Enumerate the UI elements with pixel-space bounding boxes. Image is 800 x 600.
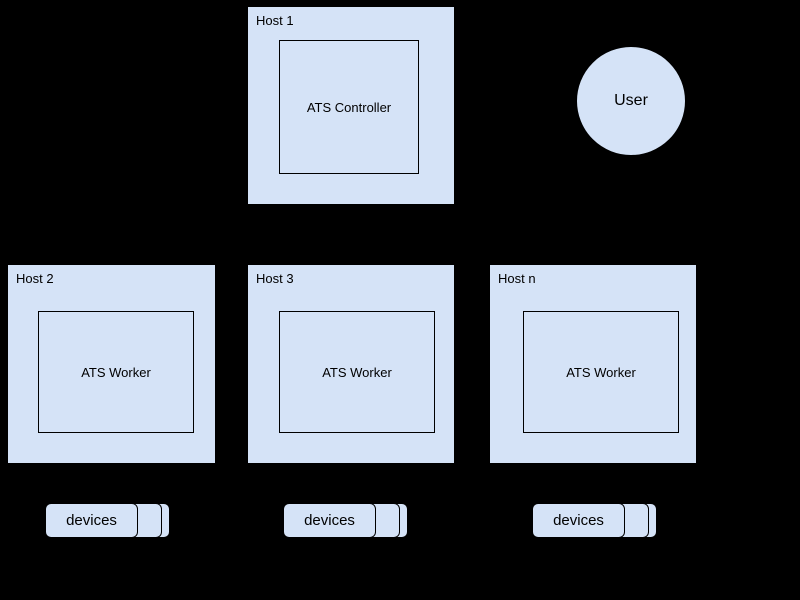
component-box-ats-worker-hostn[interactable]: ATS Worker xyxy=(523,311,679,433)
user-node[interactable]: User xyxy=(576,46,686,156)
device-card-front[interactable]: devices xyxy=(283,503,376,538)
devices-stack-host2[interactable]: devices xyxy=(45,503,170,545)
component-box-ats-worker-host2[interactable]: ATS Worker xyxy=(38,311,194,433)
host-box-hostn[interactable]: Host n ATS Worker xyxy=(489,264,697,464)
device-card-front[interactable]: devices xyxy=(532,503,625,538)
devices-label-host3: devices xyxy=(304,512,355,529)
host-label-host1: Host 1 xyxy=(256,13,294,28)
devices-stack-host3[interactable]: devices xyxy=(283,503,408,545)
devices-stack-hostn[interactable]: devices xyxy=(532,503,657,545)
host-box-host2[interactable]: Host 2 ATS Worker xyxy=(7,264,216,464)
component-label-ats-worker-host3: ATS Worker xyxy=(322,364,392,380)
component-label-ats-controller: ATS Controller xyxy=(306,99,392,115)
device-card-front[interactable]: devices xyxy=(45,503,138,538)
host-label-host3: Host 3 xyxy=(256,271,294,286)
component-box-ats-worker-host3[interactable]: ATS Worker xyxy=(279,311,435,433)
devices-label-hostn: devices xyxy=(553,512,604,529)
component-label-ats-worker-host2: ATS Worker xyxy=(81,364,151,380)
user-label: User xyxy=(614,92,648,109)
host-label-host2: Host 2 xyxy=(16,271,54,286)
devices-label-host2: devices xyxy=(66,512,117,529)
component-box-ats-controller[interactable]: ATS Controller xyxy=(279,40,419,174)
host-box-host1[interactable]: Host 1 ATS Controller xyxy=(247,6,455,205)
host-label-hostn: Host n xyxy=(498,271,536,286)
host-box-host3[interactable]: Host 3 ATS Worker xyxy=(247,264,455,464)
component-label-ats-worker-hostn: ATS Worker xyxy=(566,364,636,380)
